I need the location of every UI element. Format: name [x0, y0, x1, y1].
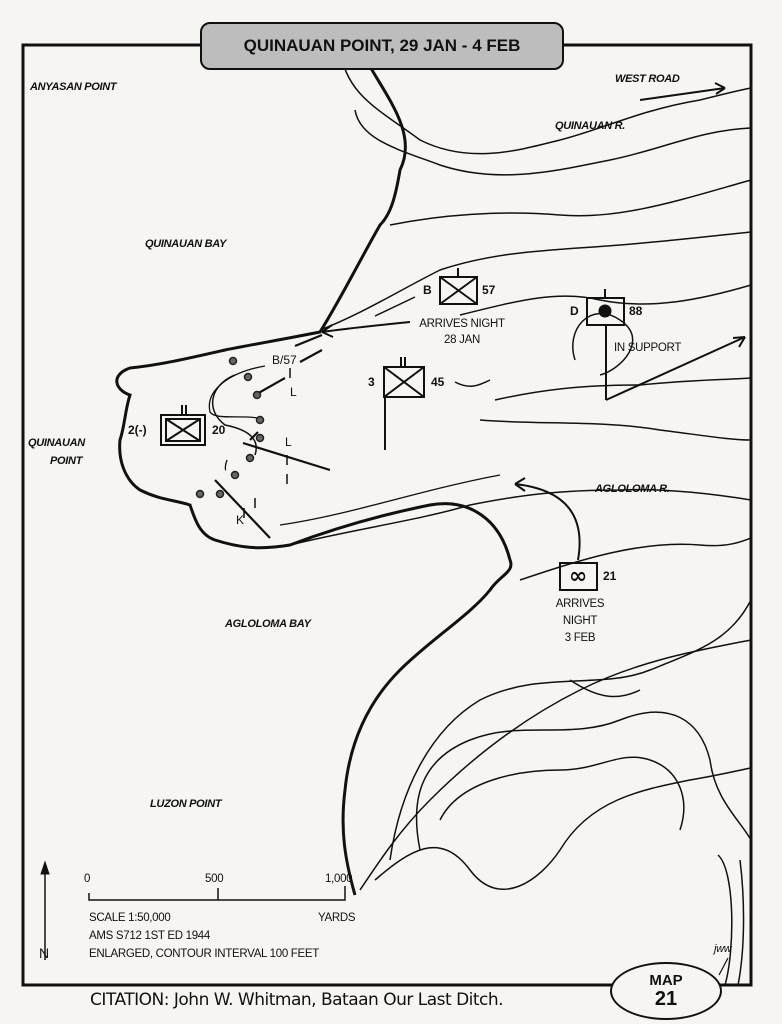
line-label-l-1: L [290, 385, 297, 399]
label-agloloma-bay: AGLOLOMA BAY [225, 618, 311, 630]
scale-line-3: ENLARGED, CONTOUR INTERVAL 100 FEET [89, 948, 319, 960]
unit-b57-regiment: 57 [482, 283, 496, 297]
unit-symbol-b57 [439, 268, 478, 305]
scale-line-1: SCALE 1:50,000 [89, 912, 171, 924]
unit-symbol-d88 [586, 289, 625, 400]
unit-3-45-regiment: 45 [431, 375, 445, 389]
label-quinauan-river: QUINAUAN R. [555, 120, 626, 132]
line-label-k: K [236, 513, 245, 527]
scale-tick-0: 0 [84, 873, 91, 885]
unit-b57-note-1: ARRIVES NIGHT [419, 318, 505, 330]
unit-21-note-3: 3 FEB [564, 632, 596, 644]
north-label: N [39, 945, 50, 961]
unit-d88-company: D [570, 304, 579, 318]
unit-21-label: 21 [603, 569, 617, 583]
scale-unit: YARDS [318, 912, 356, 924]
citation: CITATION: John W. Whitman, Bataan Our La… [90, 990, 504, 1010]
svg-text:∞: ∞ [569, 564, 587, 589]
map-badge-label: MAP [649, 972, 683, 989]
unit-21-note-1: ARRIVES [555, 598, 605, 610]
unit-d88-note: IN SUPPORT [614, 342, 682, 354]
support-arrow [605, 336, 746, 401]
unit-d88-regiment: 88 [629, 304, 643, 318]
map-badge-number: 21 [654, 988, 678, 1010]
unit-b57-company: B [423, 283, 432, 297]
line-label-l-2: L [285, 435, 292, 449]
movement-arrow-b57 [321, 321, 411, 333]
scale-tick-500: 500 [205, 873, 224, 885]
label-agloloma-river: AGLOLOMA R. [595, 483, 670, 495]
scale-bar [88, 886, 346, 901]
unit-2-20-battalion: 2(-) [128, 423, 147, 437]
artist-initials: jww [714, 943, 732, 955]
map-number-badge: MAP 21 [610, 962, 722, 1020]
unit-b57-note-2: 28 JAN [444, 334, 480, 346]
scale-line-2: AMS S712 1ST ED 1944 [89, 930, 210, 942]
label-quinauan-point-2: POINT [50, 455, 83, 467]
label-west-road: WEST ROAD [615, 73, 680, 85]
unit-symbol-2-20 [160, 405, 206, 446]
scale-tick-1000: 1,000 [325, 873, 353, 885]
line-label-b57: B/57 [272, 353, 297, 367]
unit-symbol-3-45 [383, 357, 425, 450]
label-luzon-point: LUZON POINT [150, 798, 222, 810]
label-anyasan-point: ANYASAN POINT [30, 81, 117, 93]
label-quinauan-bay: QUINAUAN BAY [145, 238, 227, 250]
unit-21-note-2: NIGHT [562, 615, 598, 627]
coastline [115, 47, 513, 896]
unit-3-45-battalion: 3 [368, 375, 375, 389]
movement-arrow-21 [514, 483, 581, 561]
unit-symbol-21 [559, 562, 598, 591]
label-quinauan-point-1: QUINAUAN [28, 437, 85, 449]
unit-2-20-regiment: 20 [212, 423, 226, 437]
map-title: QUINAUAN POINT, 29 JAN - 4 FEB [200, 22, 564, 70]
